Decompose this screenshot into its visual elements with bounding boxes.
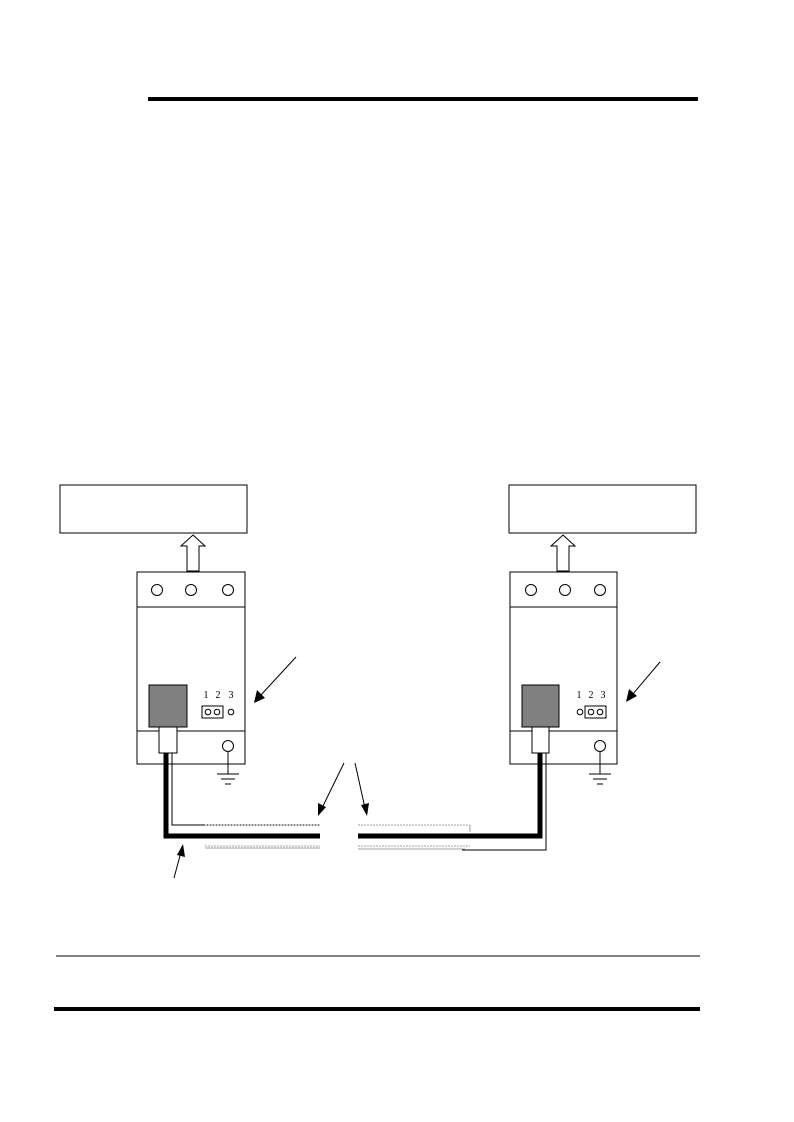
right-connector-plug	[531, 726, 550, 754]
right-jumper-label-2: 2	[589, 690, 594, 701]
right-connection-arrow-icon	[549, 534, 577, 572]
right-jumper-label-1: 1	[577, 690, 582, 701]
break-left-pointer-arrow-icon	[318, 762, 345, 816]
left-ground-icon	[217, 752, 239, 785]
right-terminal-3	[594, 584, 606, 596]
right-bus-cable	[358, 753, 547, 851]
left-module-pointer-arrow-icon	[254, 656, 297, 703]
left-terminal-3	[222, 584, 234, 596]
right-ground-icon	[589, 752, 611, 785]
break-right-pointer-arrow-icon	[354, 762, 369, 816]
cable-pointer-arrow-icon	[173, 844, 185, 879]
right-device-box	[508, 484, 697, 534]
left-jumper-label-2: 2	[216, 690, 221, 701]
left-connection-arrow-icon	[179, 534, 207, 572]
left-device-box	[59, 484, 248, 534]
left-connector-plug	[158, 726, 178, 754]
right-module: 1 2 3	[509, 571, 618, 765]
right-terminal-1	[525, 584, 537, 596]
left-ground-terminal	[222, 740, 234, 752]
left-terminal-2	[185, 584, 197, 596]
left-module: 1 2 3	[136, 571, 246, 765]
left-terminal-1	[151, 584, 163, 596]
right-terminal-2	[559, 584, 571, 596]
right-jumper-label-3: 3	[601, 690, 606, 701]
right-connector-window	[521, 684, 560, 728]
right-ground-terminal	[594, 740, 606, 752]
left-connector-window	[148, 684, 188, 728]
left-jumper-label-3: 3	[229, 690, 234, 701]
right-module-pointer-arrow-icon	[626, 661, 661, 702]
left-bus-cable	[163, 753, 320, 849]
left-jumper-label-1: 1	[204, 690, 209, 701]
